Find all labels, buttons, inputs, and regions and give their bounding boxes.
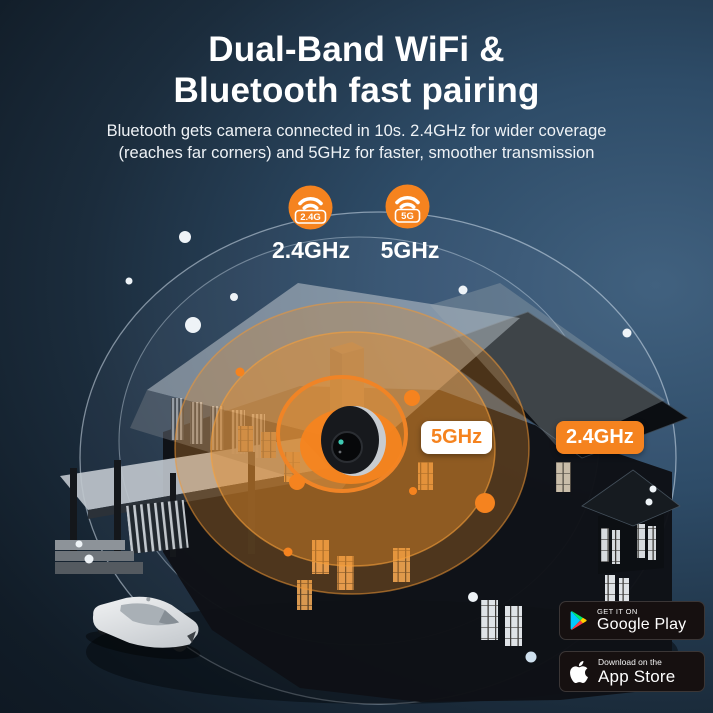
app-store-badge[interactable]: Download on the App Store [559, 651, 705, 692]
subtitle-line-1: Bluetooth gets camera connected in 10s. … [106, 121, 607, 140]
wifi-24ghz-chip-label: 2.4G [300, 212, 321, 223]
wifi-5ghz-chip-label: 5G [401, 211, 414, 222]
app-store-store-name: App Store [598, 666, 676, 686]
camera-lens [331, 431, 363, 463]
band-label-5ghz: 5GHz [380, 237, 440, 263]
wifi-5ghz-icon: 5G [385, 184, 430, 229]
page-title: Dual-Band WiFi & Bluetooth fast pairing [0, 30, 713, 112]
porch-steps [55, 540, 143, 574]
apple-icon [570, 660, 588, 683]
google-play-icon [570, 611, 587, 630]
subtitle-line-2: (reaches far corners) and 5GHz for faste… [118, 143, 595, 162]
google-play-tagline: GET IT ON [597, 606, 638, 616]
header: Dual-Band WiFi & Bluetooth fast pairing … [0, 30, 713, 164]
coverage-label-5ghz: 5GHz [421, 421, 493, 454]
app-store-tagline: Download on the [598, 656, 662, 667]
coverage-label-24ghz: 2.4GHz [556, 421, 644, 454]
porch-railing [125, 499, 189, 554]
security-camera [300, 406, 402, 484]
car [85, 596, 201, 660]
white-windows [481, 524, 656, 646]
title-line-1: Dual-Band WiFi & [208, 30, 505, 69]
band-label-24ghz: 2.4GHz [272, 237, 350, 263]
google-play-badge[interactable]: GET IT ON Google Play [559, 601, 705, 640]
orange-dots [235, 367, 495, 557]
title-line-2: Bluetooth fast pairing [173, 70, 540, 110]
white-dots [75, 231, 657, 663]
page-subtitle: Bluetooth gets camera connected in 10s. … [0, 121, 713, 165]
wifi-24ghz-icon: 2.4G [288, 185, 333, 230]
google-play-store-name: Google Play [597, 615, 687, 633]
